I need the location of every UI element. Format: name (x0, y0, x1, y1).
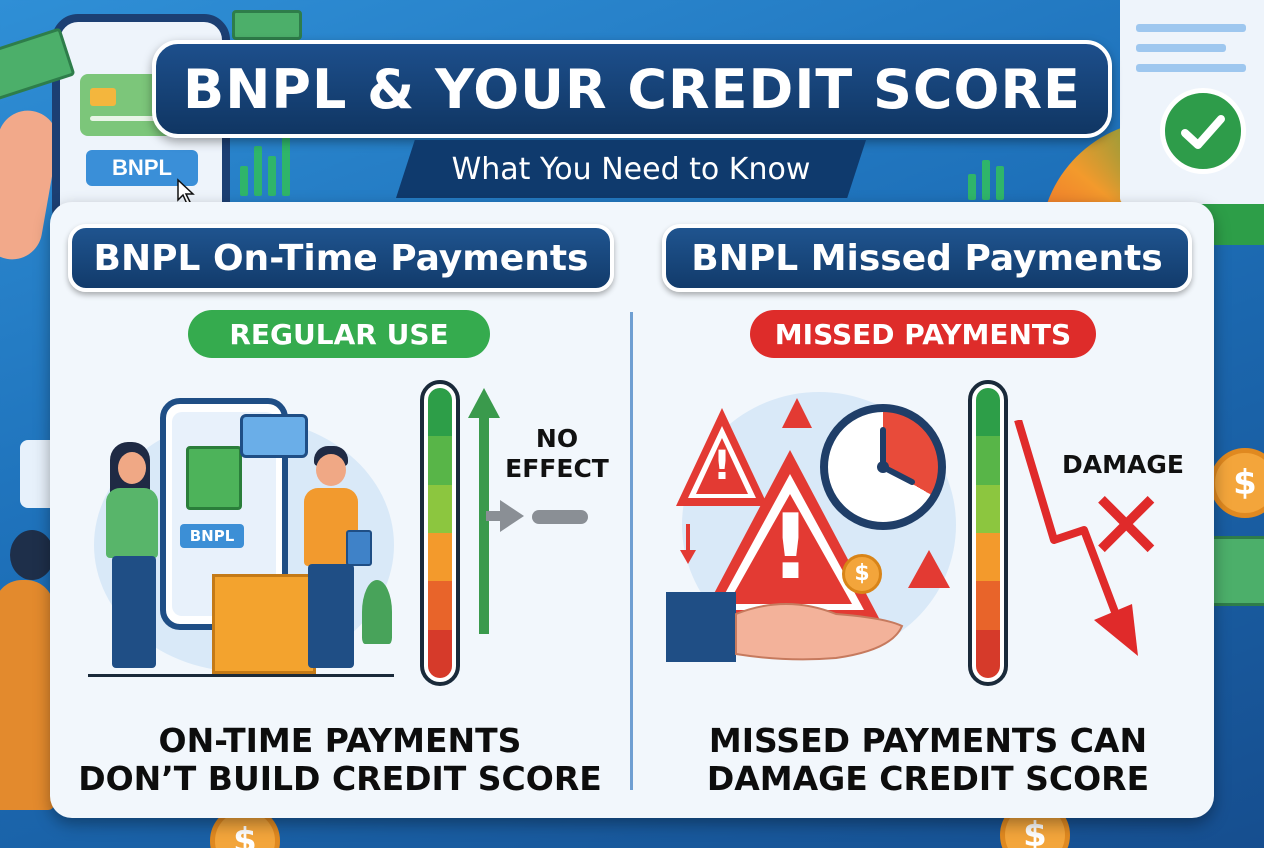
man-head (316, 454, 346, 486)
background-money-bill (232, 10, 302, 40)
page-subtitle: What You Need to Know (451, 151, 811, 187)
background-bnpl-button: BNPL (86, 150, 198, 186)
clock-icon (820, 404, 946, 530)
no-effect-label: NO EFFECT (500, 424, 614, 484)
no-effect-label-line1: NO (535, 424, 579, 453)
meter-segment (976, 629, 1000, 678)
meter-segment (428, 388, 452, 437)
right-section-heading: BNPL Missed Payments (662, 224, 1192, 292)
x-mark-icon: ✕ (1086, 470, 1167, 582)
page-title: BNPL & YOUR CREDIT SCORE (183, 57, 1081, 121)
ground-line (88, 674, 394, 677)
missed-payments-badge: MISSED PAYMENTS (750, 310, 1096, 358)
credit-card-icon (240, 414, 308, 458)
meter-segment (428, 629, 452, 678)
left-section-heading: BNPL On-Time Payments (68, 224, 614, 292)
background-check-badge (1160, 88, 1246, 174)
open-hand-icon (666, 592, 904, 662)
panel-divider (630, 312, 633, 790)
laptop-icon (346, 530, 372, 566)
background-card-chip (90, 88, 116, 106)
up-arrow-icon (468, 388, 500, 634)
background-person (0, 580, 54, 810)
right-caption-line1: MISSED PAYMENTS CAN (708, 721, 1148, 760)
left-caption: ON-TIME PAYMENTS DON’T BUILD CREDIT SCOR… (66, 722, 614, 798)
meter-segment (428, 532, 452, 582)
exclamation-mark: ! (770, 495, 812, 600)
meter-segment (428, 484, 452, 533)
meter-segment (976, 532, 1000, 582)
background-person-head (10, 530, 54, 580)
credit-score-meter-right (968, 380, 1008, 686)
woman-legs (112, 556, 156, 668)
coin-icon: $ (842, 554, 882, 594)
left-caption-line1: ON-TIME PAYMENTS (158, 721, 522, 760)
shopping-bag-icon (212, 574, 316, 674)
meter-segment (976, 388, 1000, 437)
dash-icon (532, 510, 588, 524)
background-bar-graph (968, 160, 1004, 200)
plant-icon (362, 580, 392, 644)
down-arrow-icon (1014, 420, 1138, 656)
no-effect-label-line2: EFFECT (505, 454, 609, 483)
meter-segment (976, 484, 1000, 533)
meter-segment (976, 581, 1000, 630)
meter-segment (428, 436, 452, 485)
background-card-line (90, 116, 160, 121)
meter-segment (976, 436, 1000, 485)
down-arrow-icon (680, 524, 696, 564)
title-banner: BNPL & YOUR CREDIT SCORE (152, 40, 1112, 138)
right-caption: MISSED PAYMENTS CAN DAMAGE CREDIT SCORE (652, 722, 1204, 798)
shopping-bag-icon (186, 446, 242, 510)
right-caption-line2: DAMAGE CREDIT SCORE (706, 759, 1150, 798)
background-bar-graph (240, 130, 290, 196)
woman-face (118, 452, 146, 484)
subtitle-banner: What You Need to Know (396, 140, 866, 198)
regular-use-badge: REGULAR USE (188, 310, 490, 358)
credit-score-meter-left (420, 380, 460, 686)
man-legs (308, 564, 354, 668)
exclamation-mark: ! (712, 443, 732, 489)
background-coin: $ (1210, 448, 1264, 518)
woman-body (106, 488, 158, 558)
phone-bnpl-label: BNPL (180, 524, 244, 548)
damage-label: DAMAGE (1062, 450, 1184, 479)
clock-hands (877, 427, 915, 485)
meter-segment (428, 581, 452, 630)
right-arrow-icon (486, 500, 524, 532)
check-icon (1181, 115, 1225, 149)
left-caption-line2: DON’T BUILD CREDIT SCORE (78, 759, 602, 798)
